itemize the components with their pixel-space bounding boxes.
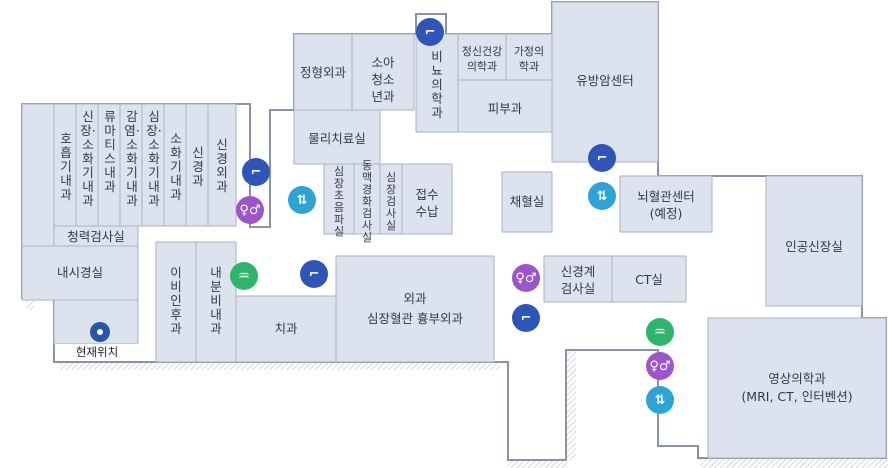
room-radiology[interactable]: 영상의학과 bbox=[768, 371, 826, 386]
room-radiology-note: (MRI, CT, 인터벤션) bbox=[741, 389, 853, 404]
room-stroke-center-note: (예정) bbox=[649, 206, 683, 221]
room-rheumatology[interactable]: 류마티스내과 bbox=[104, 109, 116, 194]
elevator-icon[interactable]: ⇅ bbox=[288, 186, 316, 214]
location-pin-icon bbox=[90, 322, 110, 342]
room-echocardiography[interactable]: 심장초음파실 bbox=[333, 165, 345, 238]
room-dialysis[interactable]: 인공신장실 bbox=[785, 239, 843, 254]
room-thoracic-surgery[interactable]: 심장혈관 흉부외과 bbox=[367, 311, 463, 326]
stairs-icon[interactable]: ⌐ bbox=[512, 304, 540, 332]
current-location-label: 현재위치 bbox=[56, 344, 138, 360]
stairs-icon[interactable]: ⌐ bbox=[416, 18, 444, 46]
room-endoscopy[interactable]: 내시경실 bbox=[56, 265, 103, 280]
room-gastroenterology[interactable]: 소화기내과 bbox=[170, 131, 182, 202]
restroom-icon[interactable]: ♀♂ bbox=[646, 352, 674, 380]
room-surgery[interactable]: 외과 bbox=[403, 291, 427, 306]
room-dental[interactable]: 치과 bbox=[274, 321, 298, 336]
room-cardio-gastro[interactable]: 심장·소화기내과 bbox=[146, 109, 162, 208]
stairs-icon[interactable]: ⌐ bbox=[242, 158, 270, 186]
room-nephro-gastro[interactable]: 신장·소화기내과 bbox=[80, 109, 96, 208]
room-breast-cancer-center[interactable]: 유방암센터 bbox=[576, 73, 634, 88]
room-pediatrics[interactable]: 소아 청소년과 bbox=[371, 55, 395, 104]
room-hearing-test[interactable]: 청력검사실 bbox=[67, 229, 125, 244]
room-stroke-center[interactable]: 뇌혈관센터 bbox=[637, 189, 695, 204]
room-cardiac-test[interactable]: 심장검사실 bbox=[385, 171, 397, 232]
room-pulmonology[interactable]: 호흡기내과 bbox=[60, 131, 72, 202]
room-endocrinology[interactable]: 내분비내과 bbox=[210, 265, 222, 336]
room-neurology[interactable]: 신경과 bbox=[192, 145, 204, 188]
restroom-icon[interactable]: ♀♂ bbox=[236, 196, 264, 224]
room-psychiatry[interactable]: 정신건강의학과 bbox=[461, 45, 503, 73]
room-ent[interactable]: 이비인후과 bbox=[170, 265, 182, 336]
stairs-icon[interactable]: ⌐ bbox=[300, 260, 328, 288]
stairs-icon[interactable]: ⌐ bbox=[588, 144, 616, 172]
elevator-icon[interactable]: ⇅ bbox=[588, 182, 616, 210]
room-orthopedics[interactable]: 정형외과 bbox=[299, 65, 346, 80]
room-physical-therapy[interactable]: 물리치료실 bbox=[308, 131, 366, 146]
room-ct[interactable]: CT실 bbox=[635, 272, 663, 287]
room-neuro-test[interactable]: 신경계 검사실 bbox=[560, 264, 596, 296]
restroom-icon[interactable]: ♀♂ bbox=[512, 264, 540, 292]
room-dermatology[interactable]: 피부과 bbox=[487, 101, 523, 116]
water-fountain-icon[interactable]: ♒ bbox=[230, 262, 258, 290]
room-neurosurgery[interactable]: 신경외과 bbox=[216, 137, 228, 194]
water-fountain-icon[interactable]: ♒ bbox=[646, 318, 674, 346]
room-urology[interactable]: 비뇨의학과 bbox=[431, 49, 443, 120]
room-reception[interactable]: 접수 수납 bbox=[415, 187, 439, 219]
room-infect-gastro[interactable]: 감염·소화기내과 bbox=[124, 109, 140, 208]
room-vascular-test[interactable]: 동맥경화검사실 bbox=[361, 159, 373, 244]
room-blood-draw[interactable]: 채혈실 bbox=[509, 194, 545, 209]
rooms bbox=[21, 1, 887, 459]
elevator-icon[interactable]: ⇅ bbox=[646, 386, 674, 414]
room-family-medicine[interactable]: 가정의학과 bbox=[513, 45, 545, 73]
